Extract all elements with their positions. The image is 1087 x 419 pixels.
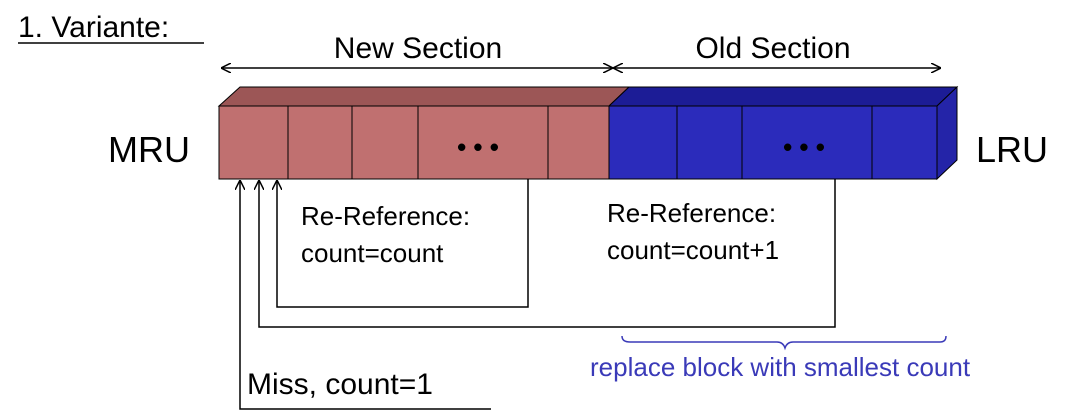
heading: 1. Variante:	[18, 11, 169, 44]
new-cell-1	[218, 105, 289, 180]
old-rereference-rule: count=count+1	[607, 235, 779, 265]
new-rereference-label: Re-Reference:	[301, 201, 470, 231]
old-section-top-face	[607, 86, 959, 107]
new-cell-2	[287, 105, 353, 180]
old-rereference-arrow	[259, 179, 836, 328]
new-rereference-rule: count=count	[301, 238, 444, 268]
new-section-top-face	[217, 86, 631, 107]
mru-label: MRU	[108, 129, 190, 170]
new-rereference-arrow	[277, 179, 529, 308]
replace-label: replace block with smallest count	[590, 352, 971, 382]
old-cell-last	[871, 105, 938, 180]
replace-brace	[621, 335, 947, 351]
old-cell-2	[676, 105, 743, 180]
new-ellipsis: • • •	[457, 132, 499, 162]
lru-label: LRU	[976, 129, 1048, 170]
new-cell-ellipsis	[417, 105, 549, 180]
old-section-label: Old Section	[695, 32, 850, 65]
old-rereference-label: Re-Reference:	[607, 198, 776, 228]
new-cell-3	[351, 105, 419, 180]
old-cell-1	[608, 105, 678, 180]
old-ellipsis: • • •	[783, 132, 825, 162]
new-cell-last	[547, 105, 610, 180]
miss-arrow	[240, 181, 491, 410]
new-section-label: New Section	[334, 32, 502, 65]
miss-label: Miss, count=1	[247, 368, 433, 401]
